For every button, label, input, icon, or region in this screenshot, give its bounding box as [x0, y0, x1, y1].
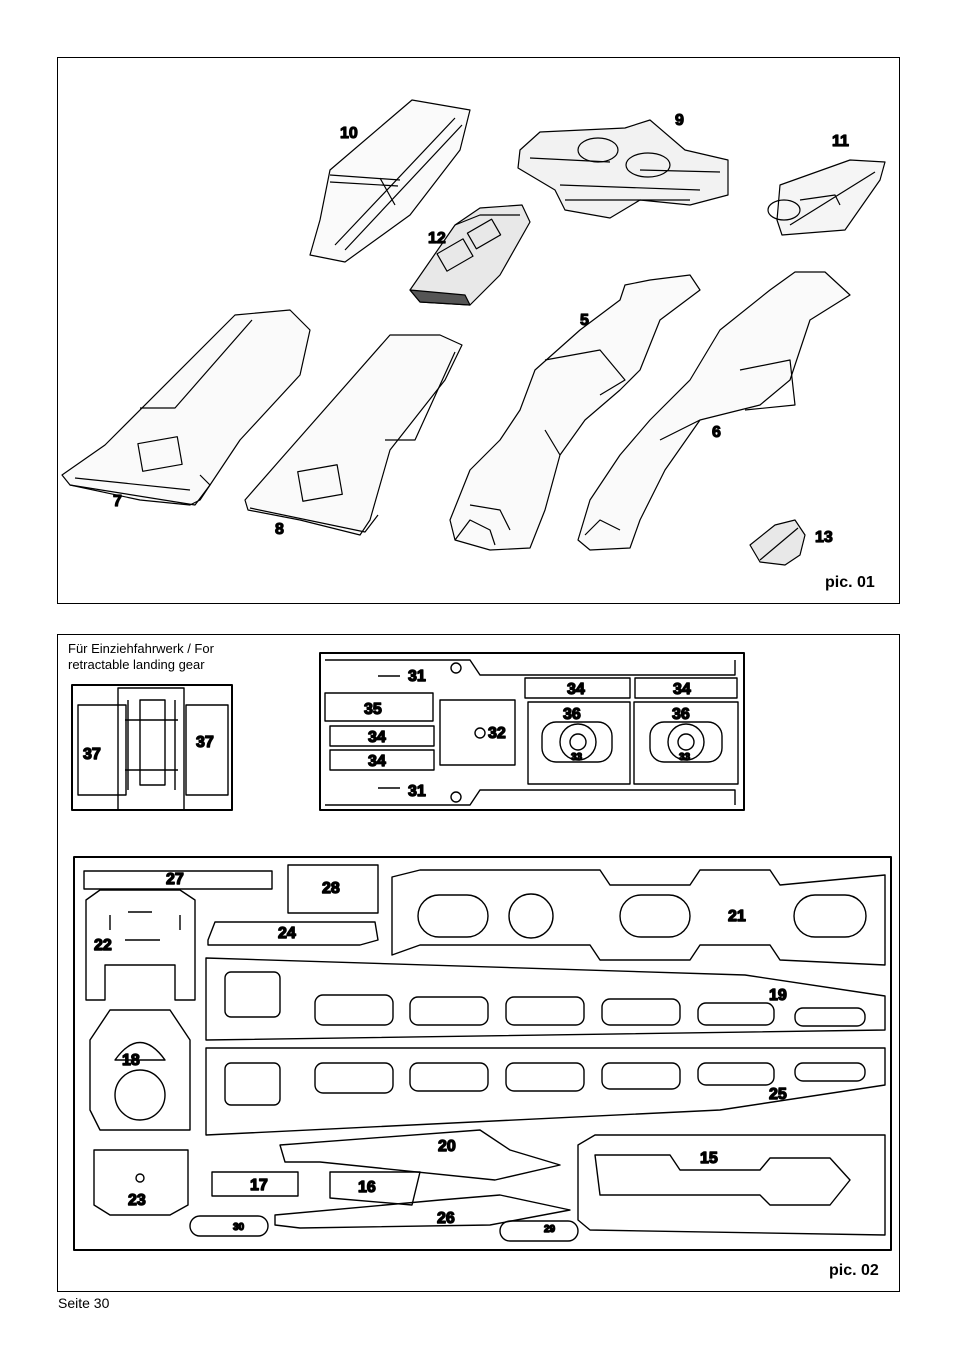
page-number: Seite 30	[58, 1295, 110, 1311]
label-part-18: 18	[122, 1052, 140, 1069]
label-part-5: 5	[580, 312, 589, 329]
label-part-9: 9	[675, 112, 684, 129]
retract-gear-note: Für Einziehfahrwerk / For retractable la…	[68, 641, 268, 673]
label-part-37b: 37	[196, 734, 214, 751]
label-part-33b: 33	[679, 752, 691, 763]
part-cockpit	[409, 204, 531, 306]
label-part-35: 35	[364, 701, 382, 718]
label-part-34d: 34	[673, 681, 691, 698]
label-part-15: 15	[700, 1150, 718, 1167]
sheet-former-plates	[319, 652, 745, 811]
label-part-31b: 31	[408, 783, 426, 800]
label-part-22: 22	[94, 937, 112, 954]
part-wing-center	[517, 119, 729, 219]
label-part-11: 11	[832, 133, 849, 150]
label-part-12: 12	[428, 230, 446, 247]
label-part-28: 28	[322, 880, 340, 897]
part-fuselage-left	[449, 274, 701, 551]
label-part-6: 6	[712, 424, 721, 441]
part-wing-left	[61, 309, 311, 506]
label-part-10: 10	[340, 125, 358, 142]
label-part-7: 7	[113, 493, 122, 510]
label-part-21: 21	[728, 908, 746, 925]
part-fuselage-right	[577, 271, 851, 551]
label-part-37a: 37	[83, 746, 101, 763]
label-part-34c: 34	[567, 681, 585, 698]
label-part-36a: 36	[563, 706, 581, 723]
label-part-36b: 36	[672, 706, 690, 723]
label-part-16: 16	[358, 1179, 376, 1196]
label-part-13: 13	[815, 529, 833, 546]
pic1-caption: pic. 01	[825, 574, 875, 591]
wood-parts-panel	[57, 634, 900, 1292]
label-part-33a: 33	[571, 752, 583, 763]
label-part-34a: 34	[368, 729, 386, 746]
label-part-34b: 34	[368, 753, 386, 770]
sheet-main-wood	[73, 856, 892, 1251]
pic2-caption: pic. 02	[829, 1262, 879, 1279]
note-line-2: retractable landing gear	[68, 657, 205, 672]
label-part-27: 27	[166, 871, 184, 888]
label-part-29: 29	[544, 1224, 556, 1235]
sheet-retract-plates	[71, 684, 233, 811]
label-part-30: 30	[233, 1222, 245, 1233]
label-part-25: 25	[769, 1086, 787, 1103]
label-part-23: 23	[128, 1192, 146, 1209]
part-wing-right	[244, 334, 463, 536]
label-part-24: 24	[278, 925, 296, 942]
label-part-20: 20	[438, 1138, 456, 1155]
label-part-8: 8	[275, 521, 284, 538]
part-fin-rudder	[309, 99, 471, 263]
label-part-19: 19	[769, 987, 787, 1004]
label-part-26: 26	[437, 1210, 455, 1227]
part-horizontal-stabilizer	[767, 159, 886, 236]
label-part-17: 17	[250, 1177, 268, 1194]
part-spinner	[749, 519, 806, 566]
label-part-31a: 31	[408, 668, 426, 685]
note-line-1: Für Einziehfahrwerk / For	[68, 641, 214, 656]
label-part-32: 32	[488, 725, 506, 742]
